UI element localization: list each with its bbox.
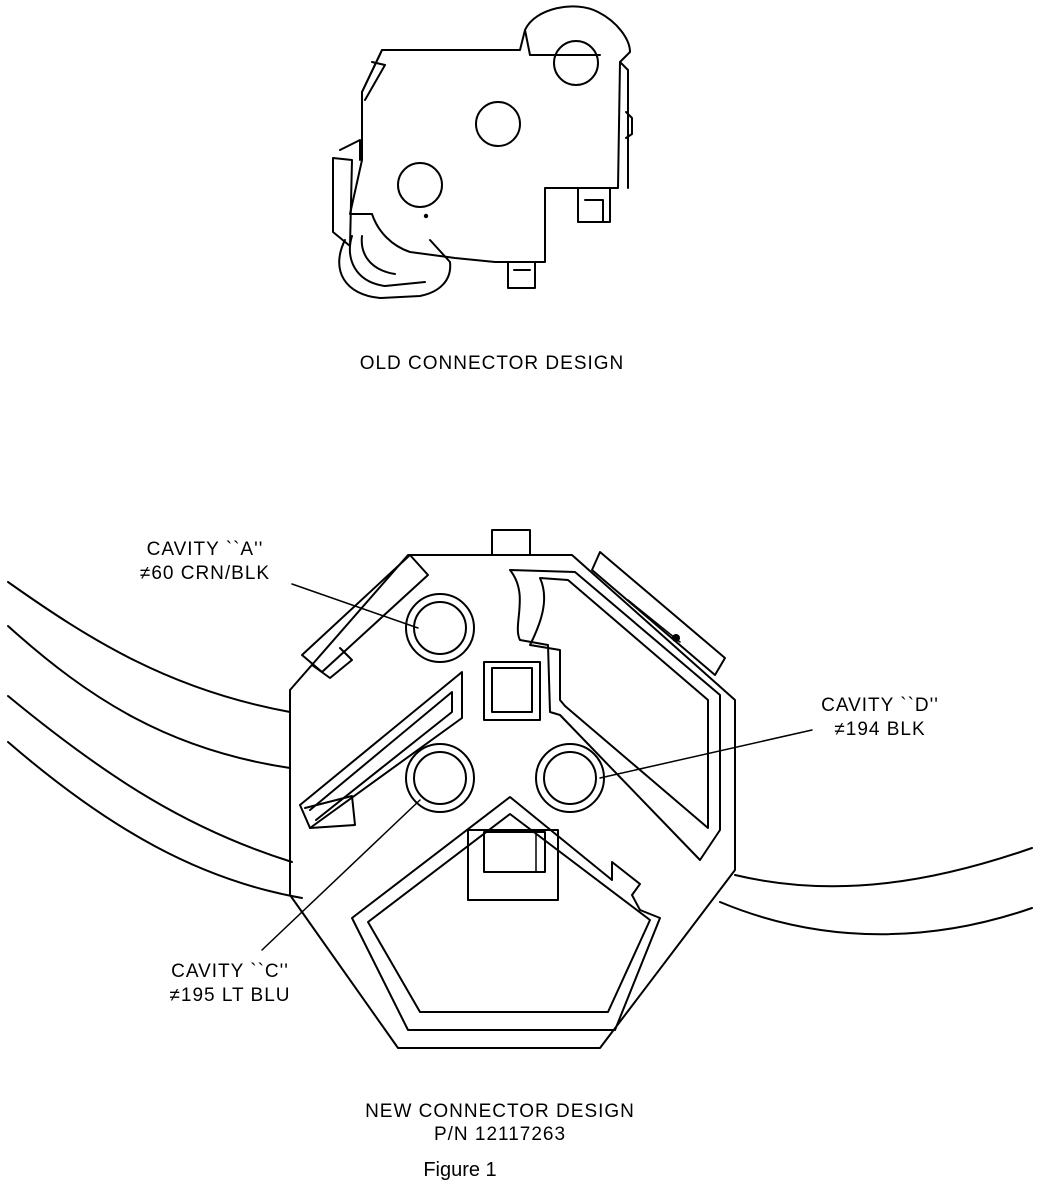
- new-connector-caption-title: NEW CONNECTOR DESIGN: [365, 1101, 635, 1122]
- leader-cavity-c: [262, 800, 420, 950]
- wire-left-1: [8, 582, 290, 712]
- new-connector-center-latch-bottom: [468, 830, 558, 900]
- callout-cavity-d-wire: ≠194 BLK: [834, 719, 926, 740]
- new-connector-top-latch: [492, 530, 530, 555]
- old-connector-tab-right: [578, 188, 610, 222]
- old-connector-hole-middle: [476, 102, 520, 146]
- new-connector-caption: NEW CONNECTOR DESIGN P/N 12117263: [300, 1100, 700, 1146]
- leader-cavity-d: [600, 730, 812, 778]
- cavity-d-hole: [536, 744, 604, 812]
- leader-cavity-a: [292, 584, 418, 628]
- callout-cavity-c-wire: ≠195 LT BLU: [169, 985, 291, 1006]
- callout-cavity-a: CAVITY ``A'' ≠60 CRN/BLK: [95, 538, 315, 586]
- old-connector-drawing: [333, 6, 632, 298]
- old-connector-body: [350, 6, 630, 262]
- callout-cavity-a-title: CAVITY ``A'': [146, 539, 264, 560]
- wire-harness: [8, 582, 1032, 934]
- cavity-c-hole: [406, 744, 474, 812]
- new-connector-part-number: P/N 12117263: [433, 1124, 567, 1145]
- callout-cavity-d-title: CAVITY ``D'': [821, 695, 939, 716]
- wire-left-3: [8, 696, 292, 862]
- old-connector-tab-middle: [508, 262, 535, 288]
- new-connector-body: [290, 555, 735, 1048]
- wire-left-4: [8, 742, 302, 898]
- new-connector-lock-right: [592, 552, 725, 675]
- cavity-a-hole: [406, 594, 474, 662]
- old-connector-hole-top: [554, 41, 598, 85]
- new-connector-channel-left: [300, 672, 462, 828]
- wire-right-1: [735, 848, 1032, 886]
- figure-caption: Figure 1: [423, 1159, 497, 1181]
- wire-right-2: [720, 902, 1032, 934]
- new-connector-center-latch-top: [484, 662, 540, 720]
- new-connector-drawing: [290, 530, 735, 1048]
- callout-cavity-a-wire: ≠60 CRN/BLK: [139, 563, 271, 584]
- new-connector-region-bottom: [352, 797, 660, 1030]
- callout-cavity-c-title: CAVITY ``C'': [171, 961, 289, 982]
- callout-cavity-c: CAVITY ``C'' ≠195 LT BLU: [120, 960, 340, 1008]
- callout-cavity-d: CAVITY ``D'' ≠194 BLK: [780, 694, 980, 742]
- old-connector-caption: OLD CONNECTOR DESIGN: [359, 353, 625, 374]
- callout-leaders: [262, 584, 812, 950]
- new-connector-region-d: [510, 570, 720, 860]
- old-connector-flange: [333, 158, 352, 246]
- wire-left-2: [8, 626, 290, 768]
- old-connector-hole-bottom: [398, 163, 442, 207]
- old-connector-boot: [339, 240, 450, 298]
